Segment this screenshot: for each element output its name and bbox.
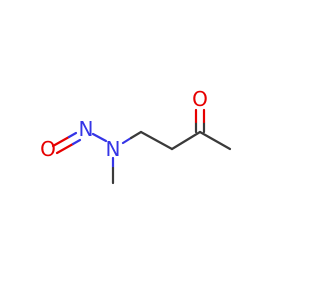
bond-o-n-double-1b [67, 131, 78, 139]
atom-labels: O N N O [40, 87, 208, 161]
atom-oxygen-ketone: O [192, 87, 208, 111]
molecule-diagram: O N N O [40, 87, 232, 185]
bond-carbonyl-methyl [198, 130, 232, 151]
bond-o-n-double-2a [55, 142, 75, 155]
bond-o-n-double-2b [71, 138, 82, 146]
atom-nitrogen-amine: N [106, 137, 121, 161]
atom-nitrogen-nitroso: N [79, 117, 94, 141]
bond-n-ch2-a [121, 136, 133, 145]
bond-n-ch2-b [129, 130, 143, 140]
bonds [51, 108, 232, 185]
bond-n-n [91, 132, 108, 143]
bond-o-n-double-1a [51, 135, 71, 148]
atom-oxygen-nitroso: O [40, 137, 56, 161]
molecule-canvas: O N N O [40, 87, 232, 185]
bond-ch2-ch2 [139, 130, 174, 151]
bond-ch2-carbonyl [170, 130, 202, 151]
